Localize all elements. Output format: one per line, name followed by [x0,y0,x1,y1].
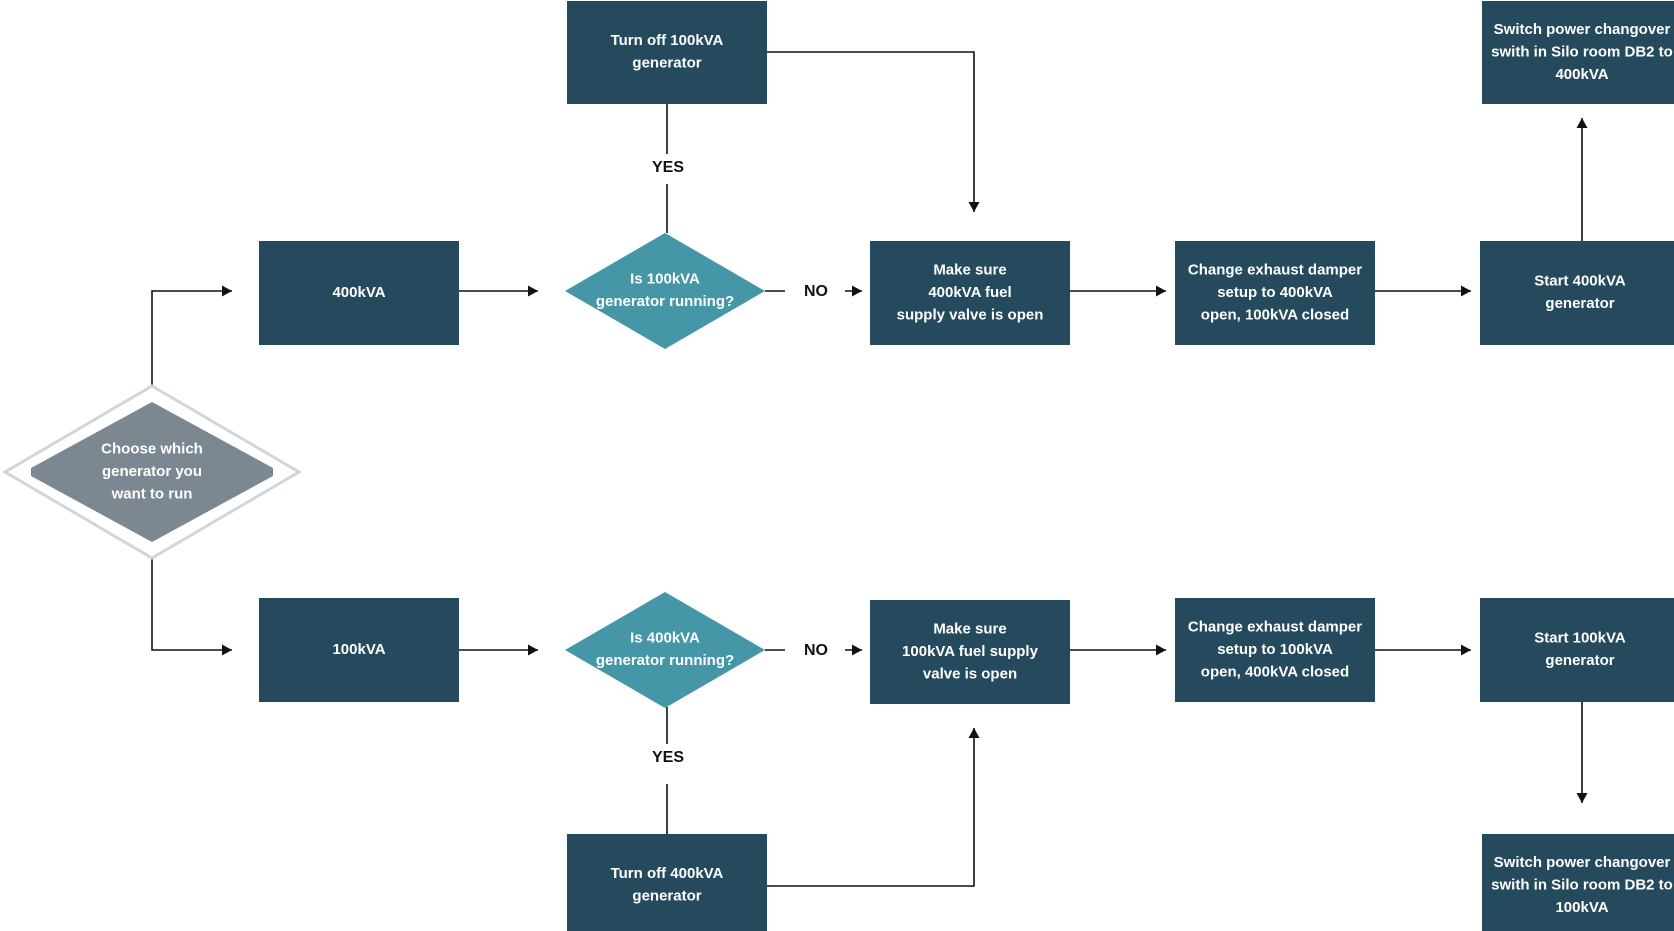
node-text-line: Start 400kVA [1534,273,1626,290]
node-text-line: setup to 400kVA [1217,284,1333,301]
node-q-100-running: Is 100kVA generator running? [565,233,765,349]
connector-choose-to-opt_100 [151,549,232,656]
node-text-line: generator [1545,652,1614,669]
node-text-line: Make sure [933,261,1006,278]
node-text-line: Switch power changover [1494,854,1671,871]
node-start-400: Start 400kVA generator [1480,241,1674,345]
node-text-line: supply valve is open [897,306,1044,323]
edge-label-yes: YES [652,159,684,176]
connector-valve_400-to-damper_400 [1070,285,1166,297]
node-opt-400: 400kVA [259,241,459,345]
node-text-line: Start 100kVA [1534,630,1626,647]
connector-off_400-to-valve_100 [767,728,980,887]
node-q-400-running: Is 400kVA generator running? [565,592,765,708]
node-text-line: 100kVA fuel supply [902,643,1039,660]
node-text-line: Change exhaust damper [1188,261,1362,278]
node-damper-400: Change exhaust damper setup to 400kVA open… [1175,241,1375,345]
node-off-400: Turn off 400kVA generator [567,834,767,931]
node-text-line: Turn off 100kVA [611,32,724,49]
connector-start_100-to-switch_100 [1576,702,1588,803]
node-switch-400: Switch power changover swith in Silo room… [1482,1,1674,104]
node-text-line: swith in Silo room DB2 to [1491,43,1673,60]
node-text-line: generator running? [596,652,734,669]
node-text-line: generator [632,55,701,72]
node-valve-100: Make sure 100kVA fuel supply valve is open [870,600,1070,704]
node-text-line: Turn off 400kVA [611,865,724,882]
edge-label-yes: YES [652,749,684,766]
node-switch-100: Switch power changover swith in Silo room… [1482,834,1674,931]
connectors [151,51,1588,887]
node-text-line: Change exhaust damper [1188,618,1362,635]
node-text-line: 400kVA [1555,66,1608,83]
connector-valve_100-to-damper_100 [1070,644,1166,656]
connector-choose-to-opt_400 [151,285,232,395]
connector-off_100-to-valve_400 [767,51,980,212]
node-text-line: Switch power changover [1494,21,1671,38]
node-text-line: open, 400kVA closed [1201,663,1349,680]
node-text-line: Choose which [101,440,203,457]
node-text-line: Is 100kVA [630,271,700,288]
node-text-line: 100kVA [332,641,385,658]
node-choose: Choose which generator you want to run [2,384,302,560]
node-text-line: 100kVA [1555,899,1608,916]
edge-label-no: NO [804,283,828,300]
node-text-line: valve is open [923,665,1017,682]
node-text-line: setup to 100kVA [1217,641,1333,658]
node-text-line: generator running? [596,293,734,310]
node-text-line: generator [632,888,701,905]
node-text-line: swith in Silo room DB2 to [1491,876,1673,893]
connector-q_400_running-to-valve_100 [765,644,862,656]
edge-label-no: NO [804,642,828,659]
connector-damper_400-to-start_400 [1375,285,1471,297]
node-text-line: want to run [111,485,193,502]
connector-start_400-to-switch_400 [1576,118,1588,241]
node-text-line: 400kVA fuel [928,284,1011,301]
connector-opt_100-to-q_400_running [459,644,538,656]
node-text-line: Make sure [933,620,1006,637]
connector-q_100_running-to-valve_400 [765,285,862,297]
node-text-line: open, 100kVA closed [1201,306,1349,323]
connector-opt_400-to-q_100_running [459,285,538,297]
node-text-line: generator [1545,295,1614,312]
node-damper-100: Change exhaust damper setup to 100kVA open… [1175,598,1375,702]
node-text-line: Is 400kVA [630,630,700,647]
connector-damper_100-to-start_100 [1375,644,1471,656]
node-text-line: generator you [102,463,202,480]
edge-labels: YES NO YES NO [652,159,828,766]
node-text-line: 400kVA [332,284,385,301]
node-valve-400: Make sure 400kVA fuel supply valve is open [870,241,1070,345]
node-start-100: Start 100kVA generator [1480,598,1674,702]
node-opt-100: 100kVA [259,598,459,702]
node-off-100: Turn off 100kVA generator [567,1,767,104]
